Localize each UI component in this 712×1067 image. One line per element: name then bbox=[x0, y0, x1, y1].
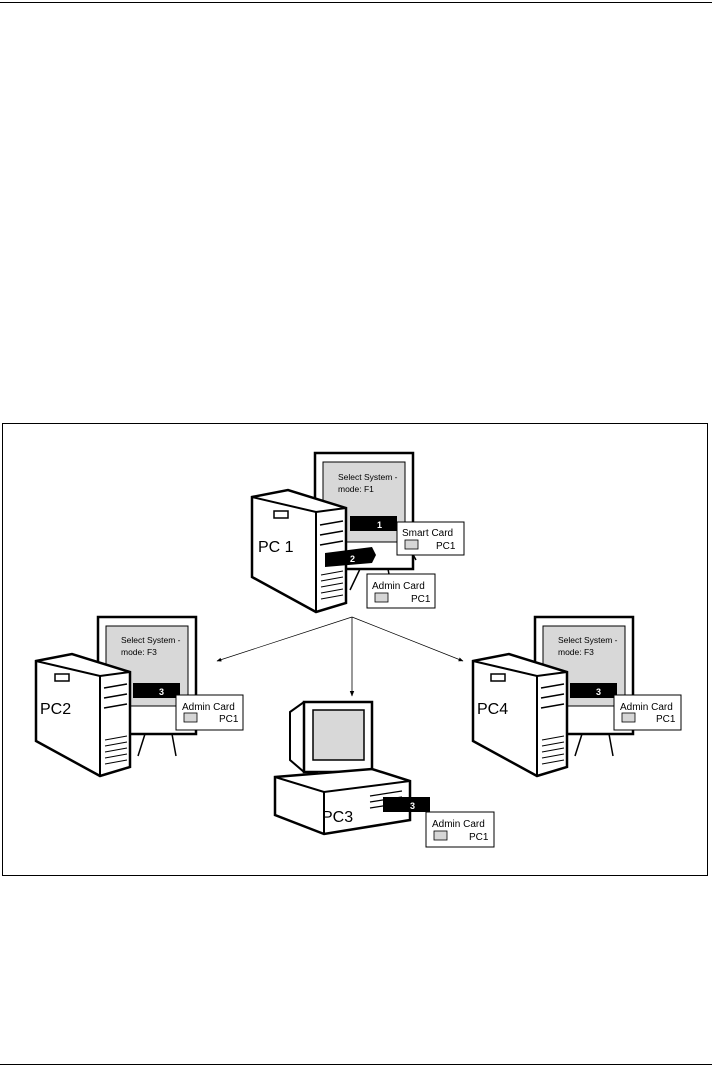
connectors bbox=[216, 616, 464, 697]
smart-card-title: Smart Card bbox=[402, 528, 453, 539]
step3-arrow-pc4: 3 bbox=[570, 683, 617, 698]
step2-label: 2 bbox=[350, 554, 355, 564]
connector-to-pc4 bbox=[351, 616, 464, 662]
header-rule bbox=[0, 2, 712, 3]
admin-card-pc3-id: PC1 bbox=[469, 832, 489, 843]
pc1-label: PC 1 bbox=[258, 539, 294, 556]
admin-card-pc2: Admin Card PC1 bbox=[175, 694, 244, 731]
pc3-label: PC3 bbox=[322, 809, 353, 826]
step3-arrow-pc3: 3 bbox=[383, 797, 430, 812]
pc1-screen-line2: mode: F1 bbox=[338, 484, 374, 494]
pc2-tower: PC2 bbox=[34, 652, 132, 778]
admin-card-pc1-title: Admin Card bbox=[372, 581, 425, 592]
step2-arrow: 2 bbox=[325, 547, 376, 567]
pc4-group: Select System - mode: F3 PC4 3 Admin Car… bbox=[471, 615, 682, 778]
admin-card-pc2-id: PC1 bbox=[219, 714, 239, 725]
smart-card-id: PC1 bbox=[436, 541, 456, 552]
admin-card-pc2-title: Admin Card bbox=[182, 702, 235, 713]
admin-card-pc1: Admin Card PC1 bbox=[366, 573, 436, 609]
step3-pc3-label: 3 bbox=[410, 801, 415, 811]
pc4-screen-line1: Select System - bbox=[558, 635, 618, 645]
pc1-screen-line1: Select System - bbox=[338, 472, 398, 482]
figure-frame bbox=[2, 423, 708, 876]
admin-card-pc4-id: PC1 bbox=[656, 714, 676, 725]
step1-label: 1 bbox=[377, 520, 382, 530]
admin-card-pc3-title: Admin Card bbox=[432, 819, 485, 830]
footer-rule bbox=[0, 1064, 712, 1065]
step3-arrow-pc2: 3 bbox=[133, 683, 180, 698]
pc3-group: PC3 3 Admin Card PC1 bbox=[273, 700, 495, 848]
connector-to-pc2 bbox=[216, 616, 353, 662]
admin-card-pc4: Admin Card PC1 bbox=[613, 694, 682, 731]
smart-card: Smart Card PC1 bbox=[396, 521, 465, 556]
pc2-screen-line1: Select System - bbox=[121, 635, 181, 645]
step3-pc4-label: 3 bbox=[596, 687, 601, 697]
admin-card-pc3: Admin Card PC1 bbox=[425, 811, 495, 848]
pc2-label: PC2 bbox=[40, 701, 71, 718]
pc1-tower: PC 1 bbox=[250, 488, 348, 614]
pc4-screen-line2: mode: F3 bbox=[558, 647, 594, 657]
step3-pc2-label: 3 bbox=[159, 687, 164, 697]
step1-arrow: 1 bbox=[350, 516, 397, 531]
pc4-label: PC4 bbox=[477, 701, 508, 718]
pc4-tower: PC4 bbox=[471, 652, 569, 778]
pc2-group: Select System - mode: F3 PC2 3 Admin Car… bbox=[34, 615, 244, 778]
pc2-screen-line2: mode: F3 bbox=[121, 647, 157, 657]
admin-card-pc4-title: Admin Card bbox=[620, 702, 673, 713]
pc1-group: Select System - mode: F1 PC 1 1 2 Smart … bbox=[250, 451, 465, 614]
admin-card-pc1-id: PC1 bbox=[411, 594, 431, 605]
